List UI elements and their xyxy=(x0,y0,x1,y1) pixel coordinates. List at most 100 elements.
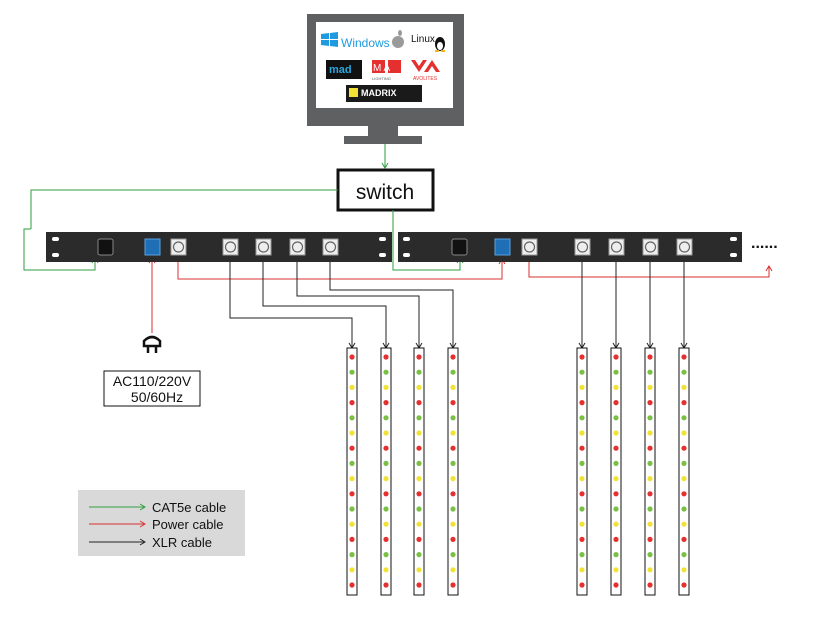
led-strip xyxy=(576,347,588,596)
led-pixel xyxy=(681,552,687,558)
legend-item-xlr: XLR cable xyxy=(89,535,212,550)
led-pixel xyxy=(613,506,619,512)
led-pixel xyxy=(416,369,422,375)
led-pixel xyxy=(579,506,585,512)
led-pixel xyxy=(349,460,355,466)
led-strip-body xyxy=(678,347,690,596)
led-pixel xyxy=(450,536,456,543)
ma-lighting-logo-icon: M A LIGHTING xyxy=(372,60,401,81)
led-pixel xyxy=(579,491,585,497)
ac-power-line-2: 50/60Hz xyxy=(131,389,183,405)
led-pixel xyxy=(349,354,355,360)
avolites-label: AVOLITES xyxy=(413,76,438,82)
xlr-port-4 xyxy=(329,258,454,348)
led-pixel xyxy=(450,400,456,406)
power-continuation xyxy=(528,258,770,278)
led-pixel xyxy=(450,506,456,512)
led-pixel xyxy=(681,384,687,390)
power-link-controller-1-to-2 xyxy=(177,258,503,280)
led-pixel xyxy=(450,521,456,527)
ac-power-label: AC110/220V 50/60Hz xyxy=(103,370,201,407)
monitor: Windows Linux mad M A LIGHTING xyxy=(307,14,464,144)
led-pixel xyxy=(416,582,422,588)
led-pixel xyxy=(613,582,619,588)
legend-item-power: Power cable xyxy=(89,517,224,532)
led-pixel xyxy=(349,506,355,512)
xlr-output-ports xyxy=(222,238,339,256)
led-pixel xyxy=(613,430,619,436)
led-pixel xyxy=(416,521,422,527)
avolites-logo-icon: AVOLITES xyxy=(411,60,440,82)
led-pixel xyxy=(647,567,653,573)
led-pixel xyxy=(416,491,422,497)
led-pixel xyxy=(681,491,687,497)
led-pixel xyxy=(613,476,619,482)
led-pixel xyxy=(647,430,653,436)
led-pixel xyxy=(647,552,653,558)
madrix-logo-icon: MADRIX xyxy=(346,85,422,102)
led-pixel xyxy=(383,400,389,406)
led-pixel xyxy=(647,476,653,482)
led-pixel xyxy=(450,476,456,482)
led-pixel xyxy=(579,536,585,543)
led-pixel xyxy=(416,506,422,512)
legend-item-cat5e: CAT5e cable xyxy=(89,500,226,515)
led-pixel xyxy=(383,415,389,421)
led-pixel xyxy=(613,521,619,527)
led-pixel xyxy=(579,400,585,406)
led-pixel xyxy=(613,445,619,451)
led-pixel xyxy=(450,460,456,466)
led-pixel xyxy=(681,567,687,573)
network-switch: switch xyxy=(336,168,435,212)
led-pixel xyxy=(579,369,585,375)
led-pixel xyxy=(383,369,389,375)
cat5e-monitor-arrow xyxy=(381,162,389,169)
led-pixel xyxy=(681,430,687,436)
led-pixel xyxy=(647,384,653,390)
led-pixel xyxy=(613,552,619,558)
led-strips xyxy=(346,347,690,596)
power-continuation-arrow xyxy=(765,265,773,272)
led-pixel xyxy=(416,460,422,466)
switch-label: switch xyxy=(356,181,414,204)
led-pixel xyxy=(579,567,585,573)
led-pixel xyxy=(613,567,619,573)
led-pixel xyxy=(613,415,619,421)
led-pixel xyxy=(383,445,389,451)
ac-power-line-1: AC110/220V xyxy=(113,373,192,389)
cat5e-switch-to-controller-1 xyxy=(23,189,338,271)
led-pixel xyxy=(383,536,389,543)
led-pixel xyxy=(349,476,355,482)
xlr-controller-2 xyxy=(578,258,688,349)
led-strip-body xyxy=(380,347,392,596)
led-pixel xyxy=(681,521,687,527)
xlr-port-3 xyxy=(296,258,420,348)
led-pixel xyxy=(579,445,585,451)
madrix-label: MADRIX xyxy=(361,88,397,98)
led-pixel xyxy=(416,415,422,421)
led-pixel xyxy=(416,400,422,406)
led-strip xyxy=(644,347,656,596)
led-pixel xyxy=(383,567,389,573)
cat5e-switch-to-controller-2 xyxy=(392,210,461,271)
led-pixel xyxy=(349,491,355,497)
led-pixel xyxy=(450,369,456,375)
power-link-port-icon xyxy=(170,238,187,256)
led-pixel xyxy=(416,430,422,436)
led-pixel xyxy=(647,460,653,466)
led-pixel xyxy=(681,506,687,512)
xlr-output-ports-2 xyxy=(574,238,693,256)
madmapper-logo-icon: mad xyxy=(326,60,362,79)
led-pixel xyxy=(450,354,456,360)
power-link-port-2-icon xyxy=(521,238,538,256)
led-pixel xyxy=(647,491,653,497)
led-strip xyxy=(380,347,392,596)
led-pixel xyxy=(383,491,389,497)
led-strip xyxy=(447,347,459,596)
led-pixel xyxy=(613,536,619,543)
led-pixel xyxy=(383,354,389,360)
led-pixel xyxy=(383,521,389,527)
led-pixel xyxy=(450,552,456,558)
led-pixel xyxy=(349,369,355,375)
